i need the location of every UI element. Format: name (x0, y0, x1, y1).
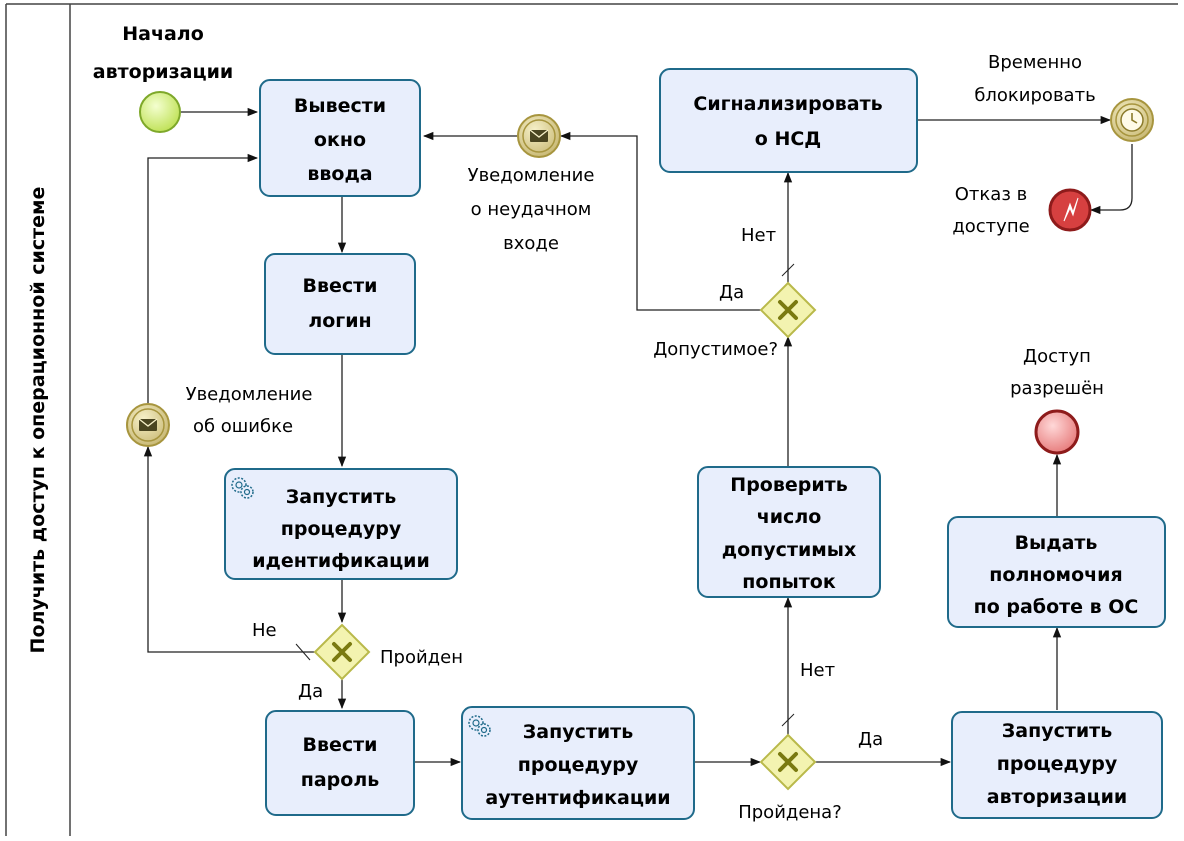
task-check-attempts-line-4: попыток (742, 571, 836, 593)
task-enter-login: Ввести логин (264, 253, 416, 355)
timer-event: Временно блокировать (974, 52, 1154, 142)
timer-label-2: блокировать (974, 85, 1095, 106)
task-show-window-line-2: окно (314, 129, 366, 151)
error-label-2: доступе (952, 216, 1029, 237)
message-event-failed-login: Уведомление о неудачном входе (468, 114, 595, 254)
start-label-2: авторизации (93, 61, 233, 83)
gears-icon (231, 477, 254, 499)
end-label-2: разрешён (1010, 378, 1104, 399)
gateway-authentication-label: Пройдена? (738, 802, 842, 823)
task-check-attempts: Проверить число допустимых попыток (697, 466, 881, 598)
end-label-1: Доступ (1023, 346, 1091, 367)
lightning-icon (1063, 197, 1079, 222)
task-signal-nsd-line-1: Сигнализировать (693, 93, 882, 115)
task-check-attempts-line-2: число (757, 506, 822, 528)
task-run-identification-line-3: идентификации (252, 550, 430, 572)
flow-label-allowed-no: Нет (741, 225, 776, 246)
task-run-identification-line-2: процедуру (281, 518, 402, 540)
flow-allowed-yes (559, 131, 762, 311)
task-enter-login-line-1: Ввести (303, 275, 378, 297)
gears-icon (468, 715, 491, 737)
flows (143, 107, 1133, 767)
task-show-window-line-1: Вывести (294, 95, 386, 117)
flow-label-auth-yes: Да (858, 729, 883, 750)
task-enter-password-line-2: пароль (301, 769, 380, 791)
failed-login-label-1: Уведомление (468, 165, 595, 186)
end-event: Доступ разрешён (1010, 346, 1104, 455)
task-run-authorization-line-2: процедуру (997, 753, 1118, 775)
task-run-identification: Запустить процедуру идентификации (224, 468, 458, 580)
task-signal-nsd: Сигнализировать о НСД (659, 68, 918, 173)
envelope-icon (138, 418, 158, 431)
task-enter-password-line-1: Ввести (303, 734, 378, 756)
start-event: Начало авторизации (93, 23, 233, 133)
envelope-icon (529, 129, 549, 142)
task-grant-permissions-line-1: Выдать (1015, 532, 1098, 554)
task-show-window-line-3: ввода (307, 163, 372, 185)
message-event-error: Уведомление об ошибке (126, 384, 313, 447)
task-run-authentication-line-3: аутентификации (485, 787, 670, 809)
flow-error-to-window (147, 153, 259, 403)
failed-login-label-2: о неудачном (471, 199, 592, 220)
task-grant-permissions-line-3: по работе в ОС (974, 596, 1139, 618)
flow-label-id-yes: Да (298, 681, 323, 702)
task-signal-nsd-line-2: о НСД (755, 128, 821, 150)
task-grant-permissions: Выдать полномочия по работе в ОС (947, 516, 1166, 628)
x-icon (332, 642, 352, 662)
gateway-allowed-label: Допустимое? (653, 339, 778, 360)
task-run-authorization: Запустить процедуру авторизации (951, 711, 1163, 819)
task-run-authentication-line-1: Запустить (523, 721, 633, 743)
flow-label-auth-no: Нет (800, 660, 835, 681)
gateway-identification: Пройден (313, 623, 463, 681)
task-check-attempts-line-1: Проверить (730, 474, 847, 496)
x-icon (778, 752, 798, 772)
task-run-identification-line-1: Запустить (286, 486, 396, 508)
task-enter-password: Ввести пароль (265, 710, 415, 816)
x-icon (778, 300, 798, 320)
timer-label-1: Временно (988, 52, 1082, 73)
task-run-authorization-line-1: Запустить (1002, 720, 1112, 742)
flow-id-no (143, 445, 317, 653)
error-notice-label-2: об ошибке (193, 416, 293, 437)
flow-timer-error (1089, 144, 1133, 215)
gateway-authentication: Пройдена? (738, 733, 842, 823)
error-label-1: Отказ в (955, 184, 1027, 205)
task-run-authentication-line-2: процедуру (518, 754, 639, 776)
failed-login-label-3: входе (503, 233, 559, 254)
error-notice-label-1: Уведомление (186, 384, 313, 405)
gateway-identification-label: Пройден (380, 647, 463, 668)
task-check-attempts-line-3: допустимых (722, 539, 856, 561)
start-label-1: Начало (122, 23, 204, 45)
pool: Получить доступ к операционной системе (5, 3, 1178, 836)
flow-label-allowed-yes: Да (719, 282, 744, 303)
error-end-event: Отказ в доступе (952, 184, 1092, 237)
pool-title: Получить доступ к операционной системе (27, 187, 49, 654)
gateway-allowed: Допустимое? (653, 281, 817, 360)
flow-label-id-no: Не (252, 620, 277, 641)
task-enter-login-line-2: логин (308, 310, 371, 332)
task-grant-permissions-line-2: полномочия (989, 564, 1122, 586)
task-run-authentication: Запустить процедуру аутентификации (461, 706, 695, 820)
task-show-window: Вывести окно ввода (259, 79, 421, 197)
task-run-authorization-line-3: авторизации (987, 786, 1127, 808)
